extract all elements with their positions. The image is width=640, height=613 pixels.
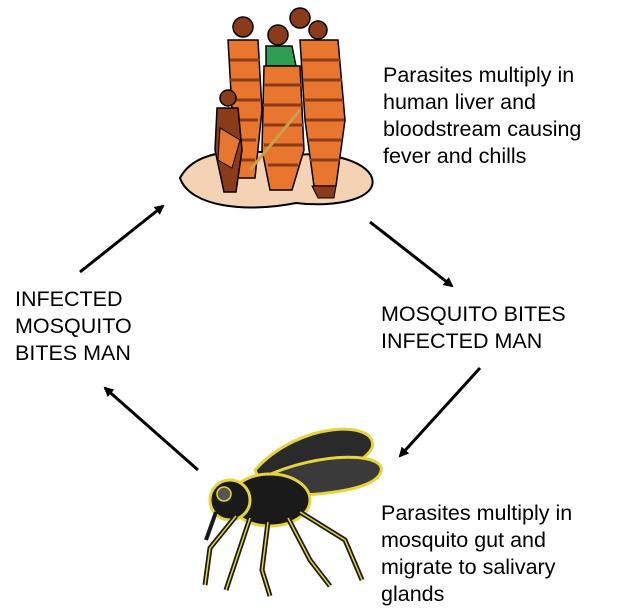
mosquito — [205, 429, 381, 596]
mosquito-bites-infected-man-label: MOSQUITO BITES INFECTED MAN — [381, 301, 636, 355]
infected-mosquito-bites-man-label: INFECTED MOSQUITO BITES MAN — [15, 286, 175, 367]
mosquito-stage-description: Parasites multiply in mosquito gut and m… — [381, 500, 636, 608]
human-stage-description: Parasites multiply in human liver and bl… — [383, 62, 638, 170]
